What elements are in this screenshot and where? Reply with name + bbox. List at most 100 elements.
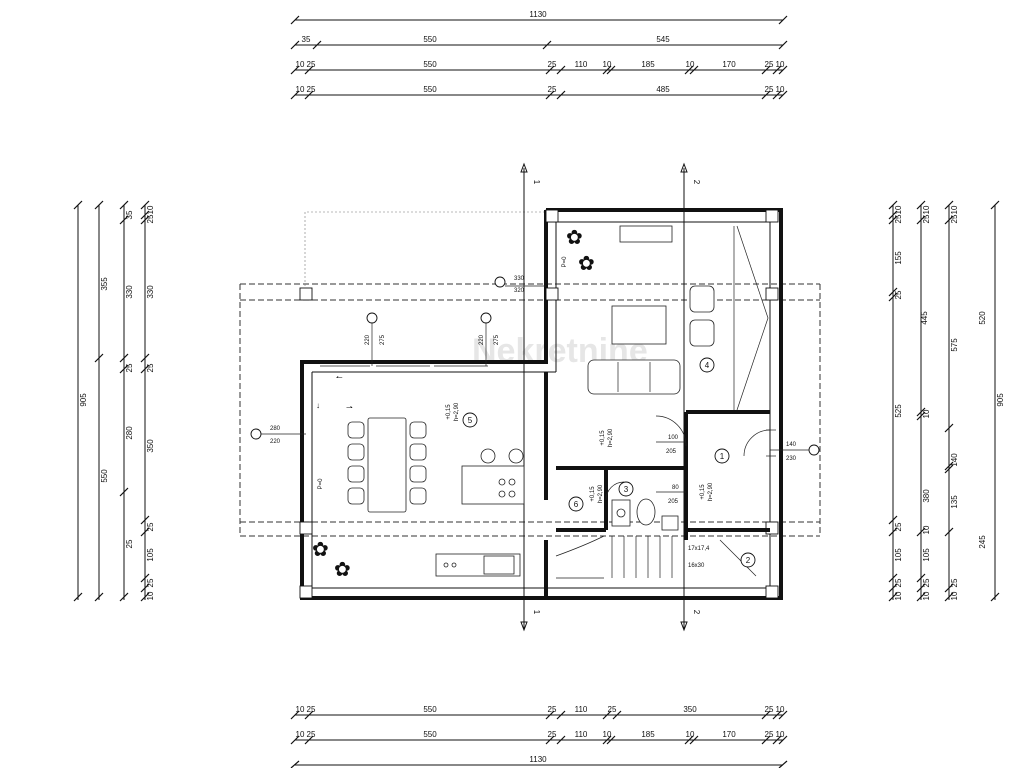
- dim-label: 10: [686, 60, 695, 69]
- opening-height: 220: [270, 439, 281, 445]
- dim-label: 280: [125, 426, 134, 440]
- opening-height: 230: [786, 456, 797, 462]
- dim-label: 25: [146, 363, 155, 372]
- room-markers: 1 2 3 4 5 6: [462, 357, 756, 568]
- dim-label: 25: [307, 705, 316, 714]
- level-markers: +0,15 h=2,90 +0,15 h=2,90 +0,15 h=2,90 +…: [318, 256, 714, 503]
- dim-label: 140: [950, 453, 959, 467]
- dim-label: 245: [978, 535, 987, 549]
- dim-label: 35: [125, 210, 134, 219]
- dim-label: 25: [922, 214, 931, 223]
- dim-label: 110: [575, 730, 588, 739]
- dim-label: 10: [894, 591, 903, 600]
- dim-label: 10: [146, 591, 155, 600]
- level-value: +0,15: [700, 484, 706, 500]
- dim-label: 135: [950, 495, 959, 509]
- room-number: 1: [720, 452, 725, 461]
- opening-height: 205: [668, 499, 679, 505]
- opening-height: 220: [365, 334, 371, 345]
- dim-label: 25: [548, 705, 557, 714]
- dim-label: 25: [922, 578, 931, 587]
- dim-label: 10: [686, 730, 695, 739]
- dim-label: 10: [922, 205, 931, 214]
- room-number: 4: [705, 361, 710, 370]
- opening-height: 220: [479, 334, 485, 345]
- room-number: 3: [624, 485, 629, 494]
- ceiling-height: h=2,90: [708, 482, 714, 501]
- dim-label: 380: [922, 489, 931, 503]
- ceiling-height: h=2,90: [598, 484, 604, 503]
- plant-icon: ✿: [566, 227, 583, 249]
- stair-dimension: 16x30: [688, 563, 705, 569]
- dim-label: 10: [296, 730, 305, 739]
- dim-label: 25: [146, 522, 155, 531]
- level-value: +0,15: [446, 404, 452, 420]
- dim-label: 10: [296, 705, 305, 714]
- bottom-dimension-strings: 10 25 550 25 110 25 350 25 10 10 25 550 …: [290, 705, 788, 768]
- dim-label: 330: [146, 285, 155, 299]
- dim-label: 25: [950, 214, 959, 223]
- dim-label: 25: [548, 85, 557, 94]
- dim-label: 185: [641, 730, 655, 739]
- top-dimension-strings: 1130 35 550 545 10 25 550 25 110 10 185 …: [290, 10, 788, 100]
- level-value: +0,15: [590, 486, 596, 502]
- dim-label: 550: [423, 85, 437, 94]
- floor-mark: P=0: [562, 256, 568, 268]
- opening-height: 320: [514, 288, 525, 294]
- dim-label: 25: [307, 60, 316, 69]
- dim-label: 10: [146, 205, 155, 214]
- dim-label: 355: [100, 277, 109, 291]
- dim-label: 105: [922, 548, 931, 562]
- dim-label: 25: [894, 578, 903, 587]
- dim-label: 10: [776, 60, 785, 69]
- dim-label: 10: [950, 591, 959, 600]
- room-number: 5: [468, 416, 473, 425]
- opening-height: 205: [666, 449, 677, 455]
- dim-label: 25: [765, 60, 774, 69]
- dim-label: 485: [656, 85, 670, 94]
- arrow-left-icon: ↼: [336, 373, 343, 382]
- dim-label: 10: [296, 60, 305, 69]
- ceiling-height: h=2,90: [454, 402, 460, 421]
- dim-label: 25: [307, 730, 316, 739]
- dim-label: 10: [296, 85, 305, 94]
- room-number: 6: [574, 500, 579, 509]
- dim-label: 25: [307, 85, 316, 94]
- dim-label: 10: [776, 730, 785, 739]
- dim-label: 25: [125, 539, 134, 548]
- ceiling-height: h=2,90: [608, 428, 614, 447]
- arrow-down-icon: ↓: [316, 401, 320, 410]
- dim-label: 25: [894, 522, 903, 531]
- opening-width: 275: [494, 334, 500, 345]
- dim-top-total: 1130: [529, 10, 547, 19]
- opening-width: 330: [514, 276, 525, 282]
- dim-label: 25: [765, 85, 774, 94]
- opening-markers: 330 320 275 220 275 220 280 220 100 205 …: [250, 276, 820, 505]
- dim-label: 25: [765, 730, 774, 739]
- dim-label: 575: [950, 338, 959, 352]
- dim-label: 10: [776, 85, 785, 94]
- floor-mark: P=0: [318, 478, 324, 490]
- dim-label: 10: [922, 591, 931, 600]
- dim-label: 110: [575, 705, 588, 714]
- stair-dimension: 17x17,4: [688, 546, 710, 552]
- plant-icon: ✿: [578, 253, 595, 275]
- dim-label: 105: [146, 548, 155, 562]
- dim-label: 170: [722, 60, 736, 69]
- left-dimension-strings: 905 355 550 35 330 25 280 25 10 25 330 2…: [73, 200, 155, 602]
- arrow-right-icon: ⇀: [346, 403, 353, 412]
- dim-label: 25: [608, 705, 617, 714]
- dim-label: 110: [575, 60, 588, 69]
- opening-width: 140: [786, 442, 797, 448]
- dim-label: 10: [776, 705, 785, 714]
- dim-label: 25: [146, 578, 155, 587]
- dim-label: 550: [423, 60, 437, 69]
- dim-label: 185: [641, 60, 655, 69]
- dim-label: 170: [722, 730, 736, 739]
- dim-label: 25: [894, 290, 903, 299]
- dim-label: 520: [978, 311, 987, 325]
- dim-label: 525: [894, 404, 903, 418]
- dim-label: 35: [302, 35, 311, 44]
- dim-label: 550: [423, 705, 437, 714]
